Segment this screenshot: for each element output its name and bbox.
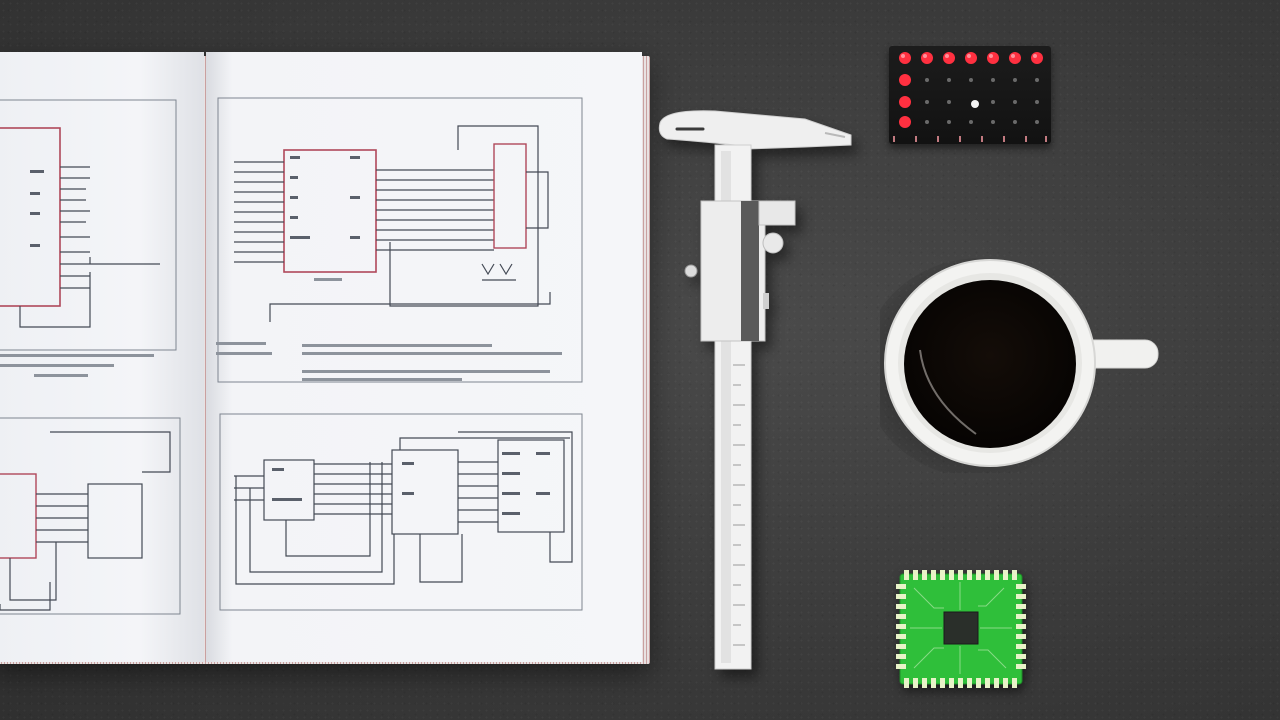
open-schematic-book <box>0 52 652 666</box>
led-matrix-icon <box>893 52 1047 142</box>
led-matrix-module <box>889 46 1051 144</box>
schematic-drawing-icon <box>0 97 583 615</box>
vernier-caliper-icon <box>658 110 852 670</box>
book-right-page <box>206 52 642 662</box>
microchip-icon <box>896 570 1026 688</box>
coffee-cup-icon <box>880 258 1159 473</box>
